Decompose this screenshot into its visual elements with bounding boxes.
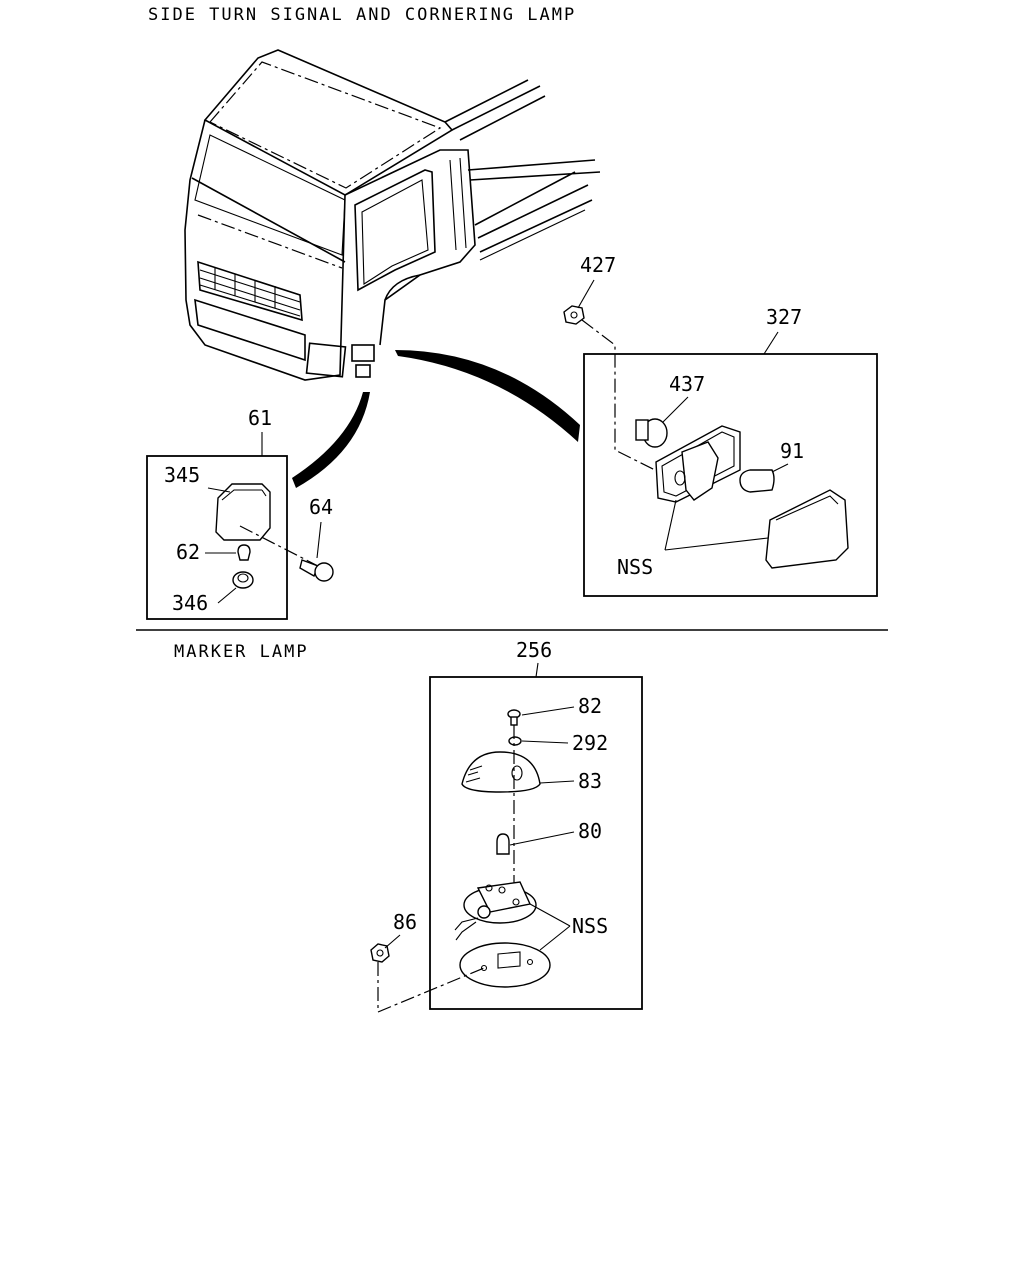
callout-80: 80 <box>578 819 602 843</box>
callout-91: 91 <box>780 439 804 463</box>
callout-82: 82 <box>578 694 602 718</box>
callout-nss-top: NSS <box>617 555 653 579</box>
nut-427 <box>563 305 585 325</box>
lens-345 <box>215 483 271 541</box>
cornering-lens <box>765 489 849 569</box>
side-lamp-assembly-box: 61 345 62 346 64 <box>146 406 334 620</box>
bulb-80 <box>496 833 510 855</box>
callout-346: 346 <box>172 591 208 615</box>
callout-345: 345 <box>164 463 200 487</box>
callout-427: 427 <box>580 253 616 277</box>
washer-292 <box>508 736 522 746</box>
pointer-to-cornering-lamp <box>395 350 580 442</box>
callout-86: 86 <box>393 910 417 934</box>
nut-86 <box>370 943 390 963</box>
callout-62: 62 <box>176 540 200 564</box>
callout-437: 437 <box>669 372 705 396</box>
callout-256: 256 <box>516 638 552 662</box>
screw-64 <box>299 559 319 578</box>
callout-61: 61 <box>248 406 272 430</box>
section-title-marker-lamp: MARKER LAMP <box>174 642 309 662</box>
nut-86-group: 86 <box>370 910 485 1013</box>
dome-lens-83 <box>461 751 541 793</box>
callout-83: 83 <box>578 769 602 793</box>
callout-327: 327 <box>766 305 802 329</box>
marker-lamp-assembly-box: 256 82 292 83 80 <box>429 638 643 1010</box>
truck-cab-illustration <box>184 49 601 381</box>
cornering-lamp-assembly-box: 327 427 437 91 NSS <box>563 253 878 597</box>
gasket-plate <box>459 942 551 988</box>
callout-292: 292 <box>572 731 608 755</box>
callout-nss-bottom: NSS <box>572 914 608 938</box>
assembly-box-327 <box>583 353 878 597</box>
pointer-to-side-lamp <box>292 392 370 488</box>
callout-64: 64 <box>309 495 333 519</box>
bulb-91 <box>739 469 775 493</box>
bulb-62 <box>237 544 251 561</box>
section-title-turn-signal: SIDE TURN SIGNAL AND CORNERING LAMP <box>148 5 576 25</box>
assembly-box-61 <box>146 455 288 620</box>
